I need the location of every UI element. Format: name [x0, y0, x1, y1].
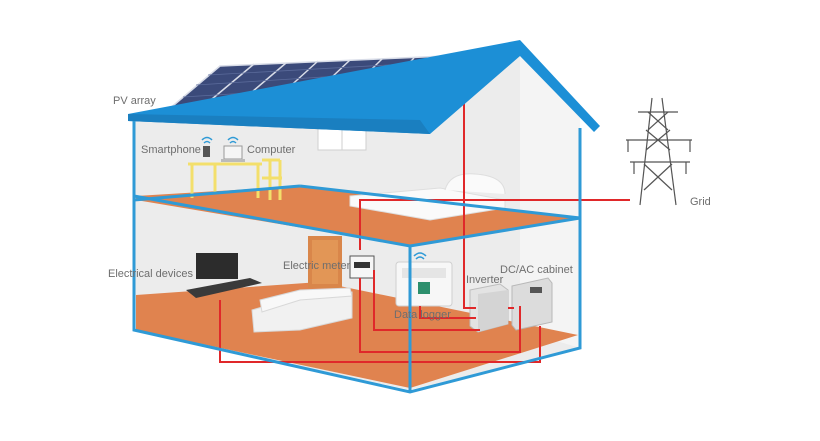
smartphone-icon — [203, 146, 210, 157]
electric-meter-icon — [349, 255, 375, 279]
wiring — [219, 95, 630, 363]
label-grid: Grid — [690, 196, 711, 208]
inverter-icon — [469, 283, 509, 333]
upper-floor — [136, 186, 580, 246]
data-logger-icon — [395, 261, 453, 307]
chair — [262, 158, 282, 200]
wifi-icon — [201, 136, 427, 260]
dc-ac-cabinet-icon — [511, 277, 553, 331]
label-electrical-devices: Electrical devices — [108, 268, 193, 280]
label-pv-array: PV array — [113, 95, 156, 107]
label-smartphone: Smartphone — [141, 144, 201, 156]
tv-icon — [186, 253, 262, 298]
sofa — [251, 287, 353, 333]
roof-edge — [128, 114, 430, 134]
house-side-wall — [520, 45, 580, 348]
desk — [188, 162, 262, 198]
computer-icon — [221, 145, 245, 162]
label-inverter: Inverter — [466, 274, 504, 286]
label-computer: Computer — [247, 144, 296, 156]
label-electric-meter: Electric meter — [283, 260, 351, 272]
grid-tower-icon — [626, 97, 692, 206]
label-data-logger: Data logger — [394, 309, 451, 321]
label-dc-ac-cabinet: DC/AC cabinet — [500, 264, 573, 276]
house-outline — [132, 121, 582, 394]
roof — [128, 40, 600, 134]
